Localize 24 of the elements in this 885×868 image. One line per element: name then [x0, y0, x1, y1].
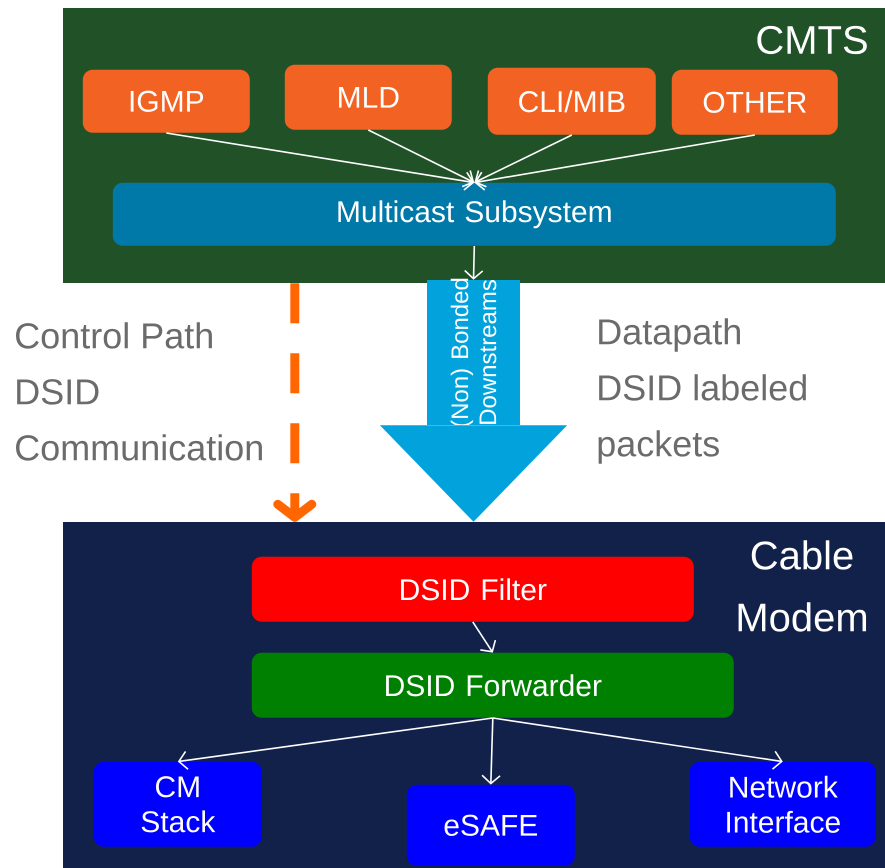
- arrow-shaft: (Non) Bonded Downstreams: [427, 278, 520, 426]
- process-box: Network Interface: [690, 762, 876, 847]
- arrow: [482, 718, 501, 785]
- process-box: DSID Forwarder: [252, 652, 734, 718]
- process-box: MLD: [284, 64, 452, 130]
- process-box: CM Stack: [94, 762, 262, 847]
- process-box: eSAFE: [406, 784, 575, 866]
- process-box: Multicast Subsystem: [112, 182, 836, 246]
- arrow: [472, 622, 496, 653]
- dashed-arrow: [273, 283, 316, 522]
- arrow: [492, 717, 783, 770]
- arrow: [166, 132, 474, 191]
- process-box: DSID Filter: [252, 556, 694, 622]
- arrow: [474, 134, 755, 191]
- arrow: [474, 134, 572, 188]
- side-note: Datapath DSID labeled packets: [598, 318, 806, 464]
- arrow: [464, 246, 484, 280]
- arrow: [178, 717, 493, 770]
- process-box: CLI/MIB: [488, 68, 656, 135]
- process-box: IGMP: [82, 70, 250, 133]
- edge-label: Control Path DSID Communication: [16, 322, 262, 461]
- arrow: [368, 129, 474, 188]
- process-box: OTHER: [672, 70, 838, 135]
- arrowhead: [380, 425, 568, 522]
